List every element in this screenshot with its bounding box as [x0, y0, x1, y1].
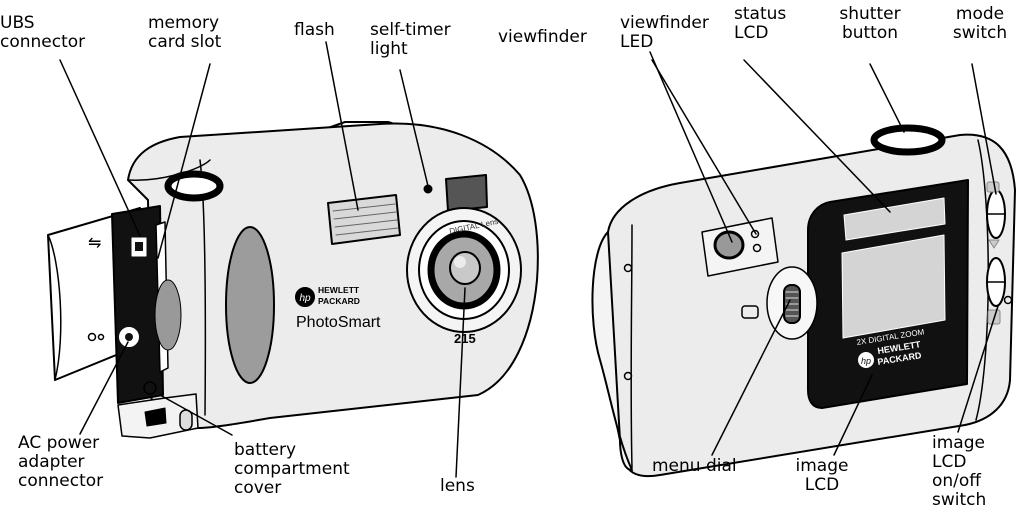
label-usb-connector: UBS connector	[0, 13, 86, 52]
flash-window	[327, 194, 401, 245]
back-hp-logo	[858, 352, 874, 368]
front-grip	[225, 226, 275, 384]
label-self-timer-light: self-timer light	[370, 20, 451, 59]
front-hp-logo-text: hp	[299, 293, 311, 304]
label-flash: flash	[294, 20, 335, 40]
connector-panel	[111, 205, 164, 404]
label-lens: lens	[440, 476, 475, 496]
power-symbol-icon	[87, 332, 97, 342]
label-shutter-button: shutter button	[839, 4, 901, 43]
label-viewfinder-led: viewfinder LED	[620, 13, 709, 52]
status-lcd-screen	[843, 197, 946, 241]
front-leader-lines	[59, 41, 466, 478]
front-viewfinder-window	[445, 174, 488, 212]
lcd-panel: 2X DIGITAL ZOOM hp HEWLETT PACKARD	[807, 179, 969, 409]
label-image-lcd-switch: image LCD on/off switch	[932, 433, 987, 510]
usb-symbol-icon: ⇋	[88, 235, 101, 252]
back-camera: 2X DIGITAL ZOOM hp HEWLETT PACKARD	[591, 51, 1016, 478]
image-lcd-screen	[841, 234, 946, 339]
label-battery-cover: battery compartment cover	[234, 440, 350, 498]
screw-bottom	[623, 371, 633, 381]
label-mode-switch: mode switch	[952, 4, 1008, 43]
label-ac-power-adapter: AC power adapter connector	[18, 433, 104, 491]
card-slot-shadow	[154, 279, 182, 351]
product-name: PhotoSmart	[296, 314, 381, 331]
front-brand-line1: HEWLETT	[318, 285, 360, 295]
screw-top	[623, 263, 633, 273]
label-image-lcd: image LCD	[795, 456, 849, 495]
front-hp-logo: hp HEWLETT PACKARD	[295, 285, 360, 307]
back-hp-logo-text: hp	[861, 356, 871, 366]
front-brand-line2: PACKARD	[318, 296, 360, 306]
back-leader-lines	[649, 51, 999, 456]
front-top-ring	[164, 170, 224, 202]
back-side-face	[591, 231, 633, 471]
front-camera: DIGITAL Lens hp HEWLETT PACKARD PhotoSma…	[47, 41, 539, 478]
label-status-lcd: status LCD	[734, 4, 787, 43]
label-viewfinder: viewfinder	[498, 27, 587, 47]
label-memory-card-slot: memory card slot	[148, 13, 222, 52]
back-shutter-ring	[870, 124, 946, 156]
label-menu-dial: menu dial	[652, 456, 737, 476]
model-number: 215	[454, 331, 476, 346]
